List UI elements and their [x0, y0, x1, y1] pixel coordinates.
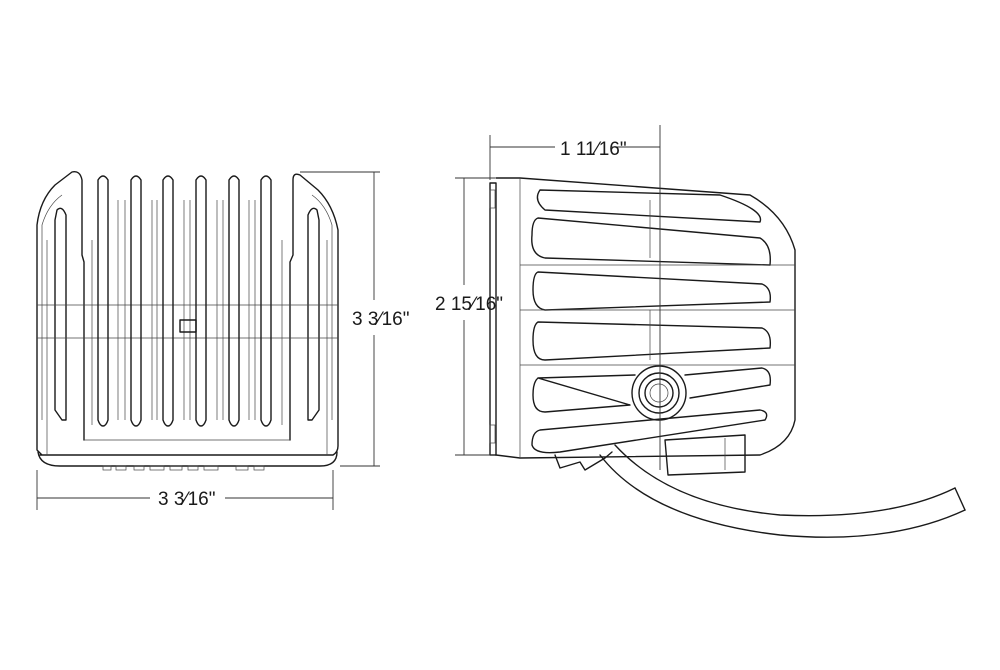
side-height-label: 2 15⁄16" — [435, 294, 503, 315]
front-fins — [91, 175, 283, 427]
side-depth-label: 1 11⁄16" — [560, 139, 627, 160]
power-cable — [599, 454, 966, 538]
front-height-label: 3 3⁄16" — [352, 309, 409, 330]
front-width-label: 3 3⁄16" — [158, 489, 215, 510]
front-view — [36, 170, 339, 471]
front-height-dimension — [300, 171, 380, 467]
side-fins — [520, 189, 795, 454]
side-view — [489, 177, 966, 538]
side-depth-dimension — [489, 125, 661, 470]
adjustment-knob — [631, 365, 687, 421]
side-height-dimension — [455, 177, 495, 456]
front-width-dimension — [36, 470, 334, 510]
bottom-connectors — [102, 465, 265, 471]
